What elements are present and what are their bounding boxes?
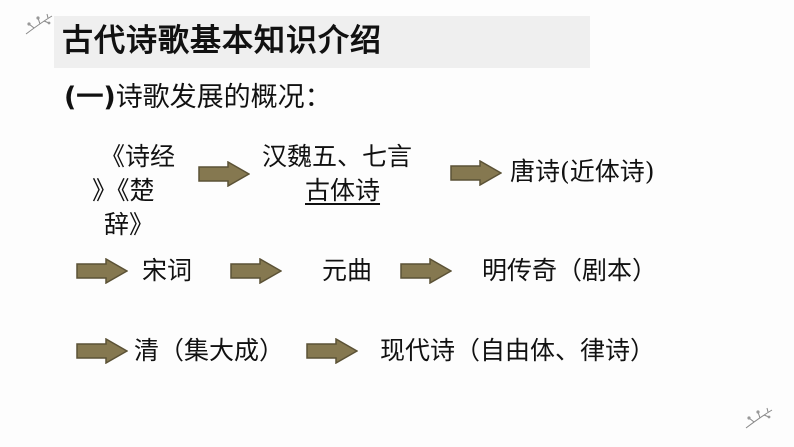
mingchuanqi: 明传奇（剧本） xyxy=(482,256,658,285)
hanwei-line1: 汉魏五、七言 xyxy=(262,142,413,171)
section-heading: (一)诗歌发展的概况： xyxy=(64,80,332,116)
songci: 宋词 xyxy=(142,256,193,285)
section-number: (一) xyxy=(64,82,116,113)
right-arrow-icon xyxy=(306,338,358,364)
section-heading-text: 诗歌发展的概况： xyxy=(115,82,332,113)
xiandaishi: 现代诗（自由体、律诗） xyxy=(380,336,656,365)
shijing-chuci-line2: 》《楚 xyxy=(92,176,155,205)
right-arrow-icon xyxy=(400,258,452,284)
hanwei-gutishi: 古体诗 xyxy=(305,176,381,205)
sprig-decoration-icon xyxy=(745,407,773,429)
right-arrow-icon xyxy=(76,258,128,284)
page-title: 古代诗歌基本知识介绍 xyxy=(62,23,382,59)
right-arrow-icon xyxy=(450,160,502,186)
right-arrow-icon xyxy=(198,161,250,187)
right-arrow-icon xyxy=(76,338,128,364)
tangshi: 唐诗(近体诗) xyxy=(510,157,655,186)
yuanqu: 元曲 xyxy=(322,256,373,285)
sprig-decoration-icon xyxy=(25,13,53,35)
shijing-chuci-line1: 《诗经 xyxy=(100,142,176,171)
qing: 清（集大成） xyxy=(134,336,285,365)
shijing-chuci-line3: 辞》 xyxy=(104,210,155,239)
right-arrow-icon xyxy=(230,258,282,284)
title-background xyxy=(54,16,590,68)
